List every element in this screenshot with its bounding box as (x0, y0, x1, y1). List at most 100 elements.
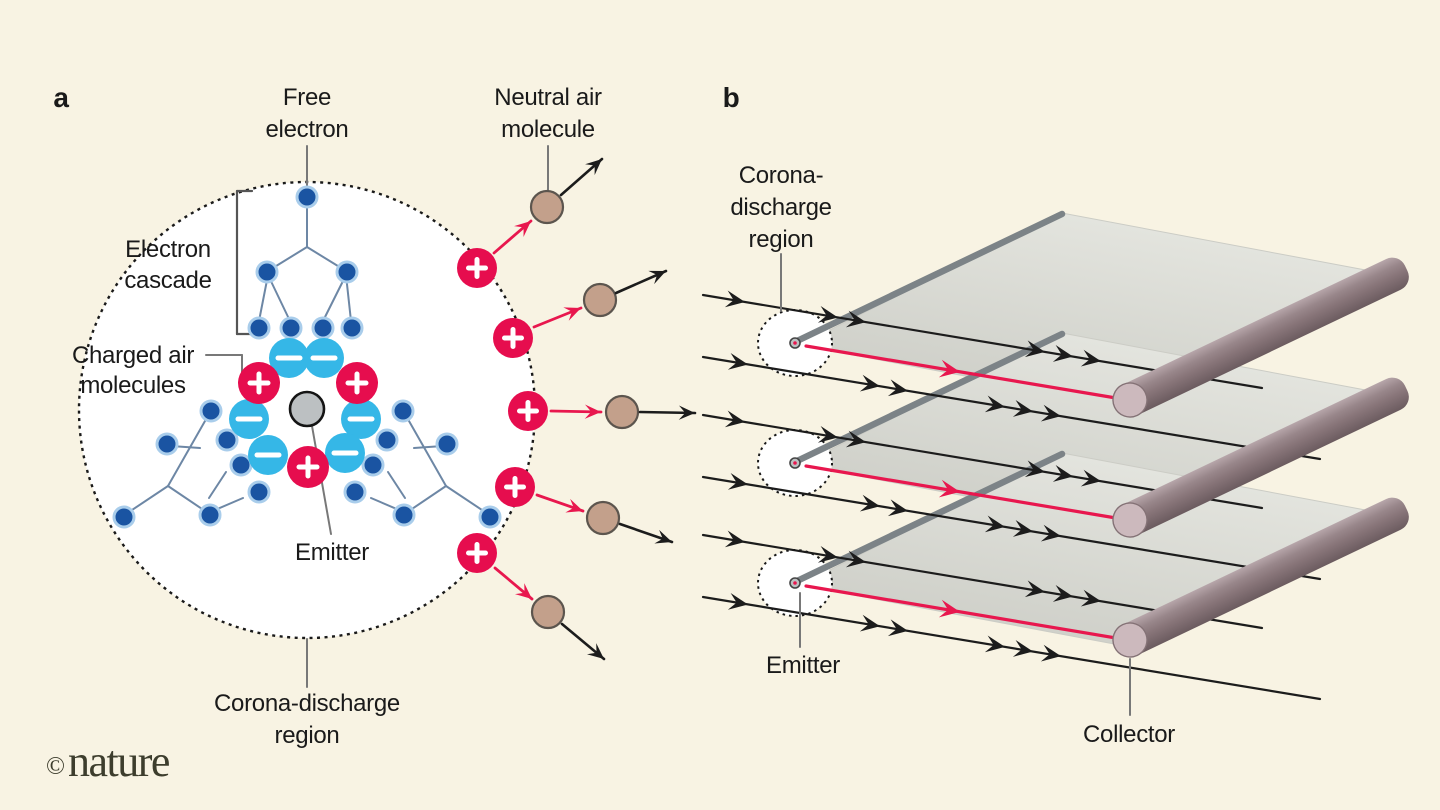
air-motion-arrowhead (654, 529, 672, 544)
airflow-arrowhead (1080, 469, 1101, 487)
cascade-branch-line (387, 471, 406, 499)
emitter-tip-core (793, 341, 797, 345)
airflow-arrowhead (1012, 520, 1033, 537)
ion-drift-arrowhead (514, 583, 532, 599)
airflow-arrowhead (984, 635, 1005, 653)
airflow-arrowhead (727, 352, 748, 370)
collector-end-cap (1112, 622, 1148, 658)
panel-label-b: b (723, 82, 740, 113)
electron-dot (229, 453, 253, 477)
neutral-air-molecule (604, 394, 640, 430)
negative-ion (304, 338, 344, 378)
panel-label-b-line: b (723, 82, 740, 113)
airflow-arrowhead (1040, 524, 1061, 542)
neutral-air-molecule (582, 282, 618, 318)
electron-dot (343, 480, 367, 504)
airflow-line-below (701, 475, 1322, 581)
emitter-wire-rod (793, 450, 1066, 585)
electron-dot (215, 428, 239, 452)
airflow-arrowhead (1052, 465, 1073, 482)
ion-current-arrowhead (938, 599, 960, 618)
airflow-arrowhead (1052, 345, 1073, 362)
electron-dot (255, 260, 279, 284)
ion-current-arrow (804, 584, 1118, 640)
airflow-arrowhead (724, 530, 745, 548)
collector-cylinder (1112, 497, 1409, 658)
collector-label-line: Collector (1083, 721, 1175, 748)
airflow-line-below (701, 595, 1322, 701)
corona-discharge-region-label-a-line: region (275, 722, 340, 749)
cascade-branch-line (445, 485, 489, 515)
ion-current-arrow (804, 344, 1118, 400)
airflow-arrowhead (887, 619, 908, 637)
air-motion-arrowhead (585, 159, 602, 176)
airflow-arrowhead (724, 290, 745, 308)
airflow-arrowhead (817, 425, 838, 443)
free-electron-label: Free electron (266, 84, 349, 143)
electron-dot (199, 399, 223, 423)
corona-discharge-region-label-b-line: region (749, 226, 814, 253)
edge-positive-ion (508, 391, 548, 431)
electron-dot (375, 428, 399, 452)
cascade-branch-line (404, 413, 447, 487)
airflow-arrowhead (727, 592, 748, 610)
neutral-air-molecule-label-line: molecule (501, 116, 595, 143)
airflow-arrowhead (1040, 404, 1061, 422)
negative-ion (341, 399, 381, 439)
emitter-wire-rod (793, 330, 1066, 465)
negative-ion (269, 338, 309, 378)
electron-dot (155, 432, 179, 456)
ion-current-arrow (804, 464, 1118, 520)
airflow-arrowhead (1052, 585, 1073, 602)
airflow-arrowhead (859, 494, 880, 512)
negative-ion (229, 399, 269, 439)
plus-icon (502, 327, 524, 349)
emitter-label-a-line: Emitter (295, 539, 369, 566)
airflow-arrowhead (845, 550, 866, 568)
plus-icon (517, 400, 539, 422)
copyright-icon: © (46, 753, 65, 780)
airflow-line-below (701, 355, 1322, 461)
free-electron-label-line: electron (266, 116, 349, 143)
positive-ion (238, 362, 280, 404)
collector-cylinder (1112, 377, 1409, 538)
neutral-air-molecule (585, 500, 621, 536)
plus-icon (466, 257, 488, 279)
collector-label: Collector (1083, 721, 1176, 748)
cascade-branch-line (208, 471, 227, 499)
airflow-arrowhead (887, 379, 908, 397)
ion-drift-arrowhead (565, 498, 583, 513)
free-electron-label-line: Free (283, 84, 331, 111)
edge-positive-ion (493, 318, 533, 358)
electron-dot (198, 503, 222, 527)
airflow-arrowhead (1012, 400, 1033, 417)
cascade-branch-line (267, 274, 291, 322)
collector-end-cap (1112, 502, 1148, 538)
electron-dot (361, 453, 385, 477)
collector-body (1114, 257, 1409, 417)
emitter-label-b: Emitter (766, 652, 841, 679)
collector-body (1114, 377, 1409, 537)
electron-dot (247, 316, 271, 340)
air-motion-arrowhead (678, 405, 695, 420)
collector-cylinder (1112, 257, 1409, 418)
emitter-tip-core (793, 581, 797, 585)
airflow-arrowhead (845, 430, 866, 448)
positive-ion (287, 446, 329, 488)
airflow-arrowhead (984, 395, 1005, 413)
airflow-arrowhead (1024, 460, 1045, 478)
airflow-arrowhead (984, 515, 1005, 533)
electron-dot (112, 505, 136, 529)
plus-icon (296, 455, 320, 479)
brand-name: nature (68, 737, 170, 786)
airflow-arrowhead (845, 310, 866, 328)
cascade-branch-line (322, 274, 347, 322)
ion-drift-arrowhead (563, 307, 581, 321)
air-motion-arrowhead (648, 270, 666, 285)
